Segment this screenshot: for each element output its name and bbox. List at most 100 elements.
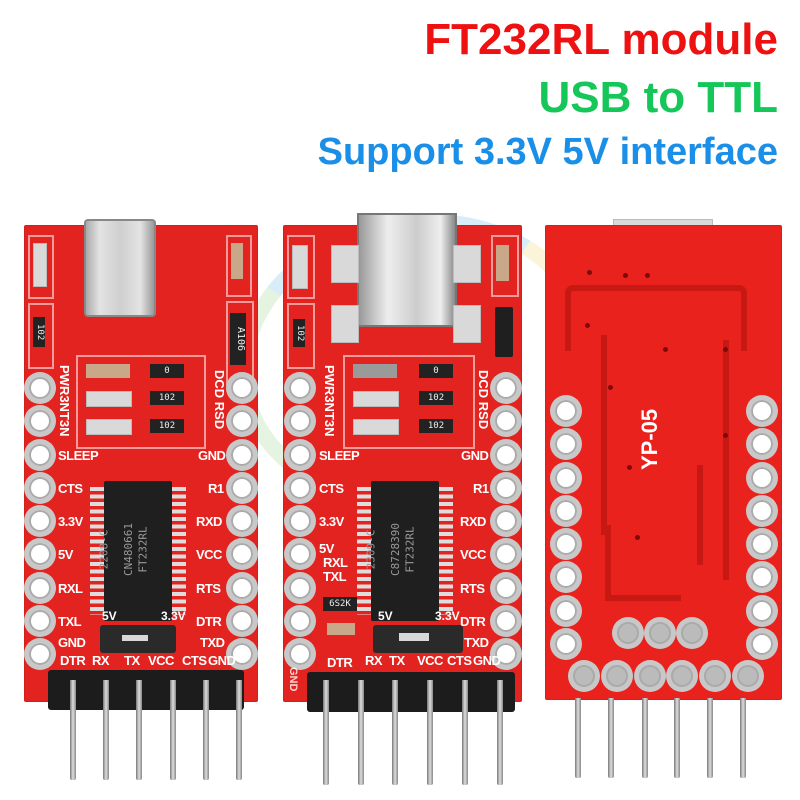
pin-back	[751, 400, 773, 422]
header-pad-back	[639, 665, 661, 687]
mount-pad	[331, 245, 359, 283]
header-pin-gnd	[236, 680, 242, 780]
header-pin-dtr	[70, 680, 76, 780]
ft232rl-chip: 2309-C C8728390 FT232RL	[364, 481, 439, 621]
label-r1: R1	[208, 481, 224, 496]
pin-rxl	[29, 577, 51, 599]
header-pin-back	[642, 698, 648, 778]
via	[585, 323, 590, 328]
pin-back	[555, 533, 577, 555]
capacitor	[86, 364, 130, 378]
ft232rl-chip: 2208-C CN480661 FT232RL	[97, 481, 172, 621]
pin-3v3	[289, 510, 311, 532]
header-pin-back	[707, 698, 713, 778]
silk-outline	[226, 235, 252, 297]
label-rxl: RXL	[323, 555, 348, 570]
led	[353, 391, 399, 407]
capacitor	[496, 245, 509, 281]
silk-outline	[287, 235, 315, 299]
header-pin-back	[608, 698, 614, 778]
header-pin-back	[740, 698, 746, 778]
pin-vcc	[231, 543, 253, 565]
resistor: 102	[293, 319, 305, 347]
header-pin-gnd	[497, 680, 503, 785]
header-pad-back	[671, 665, 693, 687]
mini-usb-connector	[357, 213, 457, 327]
label-txl: TXL	[58, 614, 82, 629]
pin-rxl-txl	[289, 577, 311, 599]
pin-dcd	[231, 377, 253, 399]
pcb-trace	[657, 465, 703, 565]
resistor: 0	[419, 364, 453, 378]
silk-outline	[287, 303, 315, 369]
transistor: 6S2K	[323, 597, 357, 611]
label-rts: RTS	[460, 581, 485, 596]
pcb-trace	[601, 335, 607, 535]
pin-back	[751, 633, 773, 655]
pin-dcd	[495, 377, 517, 399]
header-pin-cts	[462, 680, 468, 785]
pcb-trace	[605, 525, 681, 601]
product-tagline: Support 3.3V 5V interface	[317, 131, 778, 173]
pin-back	[751, 600, 773, 622]
label-rxd: RXD	[460, 514, 486, 529]
label-txl: TXL	[323, 569, 347, 584]
pin-back	[555, 633, 577, 655]
pin-gnd	[29, 643, 51, 665]
pin-txd	[495, 643, 517, 665]
pin-gnd	[289, 643, 311, 665]
mount-pad	[453, 305, 481, 343]
label-rts: RTS	[196, 581, 221, 596]
pin-back	[555, 467, 577, 489]
jumper-cap	[122, 635, 148, 641]
pin-dtr	[231, 610, 253, 632]
label-vcc: VCC	[196, 547, 222, 562]
pin-back	[751, 500, 773, 522]
bottom-label-tx: TX	[389, 653, 405, 668]
resistor: 102	[33, 317, 45, 347]
bottom-label-dtr: DTR	[327, 655, 353, 670]
board-mini-usb: 102 0 102 102 PWR3NT3N SLEEP CTS 3.3V 5V…	[283, 213, 522, 712]
voltage-jumper[interactable]	[100, 625, 176, 653]
label-3v3: 3.3V	[319, 514, 344, 529]
board-type-c: 102 A106 0 102 102 PWR3NT3N SLEEP CTS 3.…	[24, 219, 258, 710]
via	[723, 433, 728, 438]
label-dcd-rsd: DCD RSD	[212, 370, 227, 430]
pin-txd	[231, 643, 253, 665]
bottom-label-rx: RX	[365, 653, 383, 668]
pin-pwren	[29, 377, 51, 399]
voltage-jumper[interactable]	[373, 625, 463, 653]
pin-unlabeled	[289, 610, 311, 632]
board-back: YP-05	[545, 225, 782, 700]
header-pad-back	[606, 665, 628, 687]
label-rxl: RXL	[58, 581, 83, 596]
pin-txden	[289, 410, 311, 432]
via	[587, 270, 592, 275]
resistor: 102	[419, 419, 453, 433]
pin-txl	[29, 610, 51, 632]
pin-rts	[231, 577, 253, 599]
header-pad-back	[573, 665, 595, 687]
resistor: 102	[419, 391, 453, 405]
via	[608, 385, 613, 390]
mount-pad	[331, 305, 359, 343]
led	[353, 419, 399, 435]
capacitor	[327, 623, 355, 635]
label-vcc: VCC	[460, 547, 486, 562]
label-sleep: SLEEP	[58, 448, 99, 463]
silk-outline	[28, 303, 54, 369]
label-dtr: DTR	[196, 614, 222, 629]
pin-rsd	[231, 410, 253, 432]
jumper-pin-back	[617, 622, 639, 644]
header-pin-dtr	[323, 680, 329, 785]
label-r1: R1	[473, 481, 489, 496]
header-pin-tx	[392, 680, 398, 785]
pin-rts	[495, 577, 517, 599]
pin-dtr	[495, 610, 517, 632]
header-pin-back	[674, 698, 680, 778]
silk-outline	[491, 235, 519, 297]
led	[33, 243, 47, 287]
label-gnd-r: GND	[461, 448, 489, 463]
pin-3v3	[29, 510, 51, 532]
via	[627, 465, 632, 470]
